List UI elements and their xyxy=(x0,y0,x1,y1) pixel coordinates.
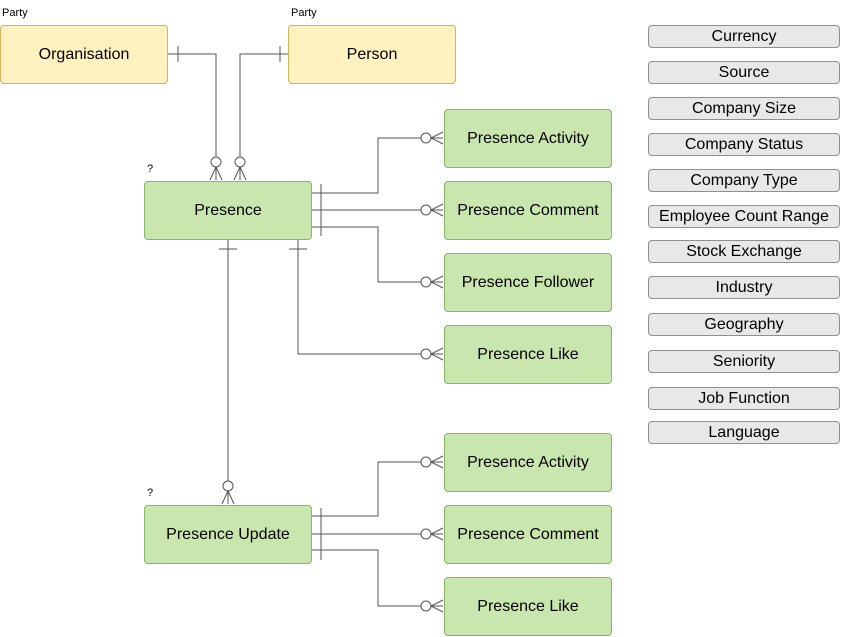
lookup-industry[interactable]: Industry xyxy=(648,276,840,299)
lookup-company-size[interactable]: Company Size xyxy=(648,97,840,120)
rel-presence-like xyxy=(297,240,421,355)
lookup-currency[interactable]: Currency xyxy=(648,25,840,48)
entity-label: Presence Follower xyxy=(461,273,595,291)
optional-marker-presence: ? xyxy=(147,163,154,175)
entity-presence-follower[interactable]: Presence Follower xyxy=(444,253,612,312)
entity-label: Presence Comment xyxy=(457,525,599,543)
lookup-source[interactable]: Source xyxy=(648,61,840,84)
entity-presence-label: Presence xyxy=(194,201,262,219)
entity-presence-like[interactable]: Presence Like xyxy=(444,325,612,384)
rel-organisation-presence xyxy=(168,53,217,161)
entity-presence-update[interactable]: Presence Update xyxy=(144,505,312,564)
lookup-stock-exchange[interactable]: Stock Exchange xyxy=(648,240,840,263)
entity-presence-comment[interactable]: Presence Comment xyxy=(444,181,612,240)
entity-label: Presence Activity xyxy=(467,129,589,147)
lookup-seniority[interactable]: Seniority xyxy=(648,350,840,373)
optional-marker-presence-update: ? xyxy=(147,487,154,499)
lookup-language[interactable]: Language xyxy=(648,421,840,444)
entity-update-comment[interactable]: Presence Comment xyxy=(444,505,612,564)
entity-presence-activity[interactable]: Presence Activity xyxy=(444,109,612,168)
lookup-geography[interactable]: Geography xyxy=(648,313,840,336)
rel-presence-follower xyxy=(312,226,421,283)
lookup-employee-count-range[interactable]: Employee Count Range xyxy=(648,205,840,228)
lookup-company-type[interactable]: Company Type xyxy=(648,169,840,192)
entity-organisation-label: Organisation xyxy=(38,45,130,63)
entity-label: Presence Like xyxy=(477,597,579,615)
entity-person-label: Person xyxy=(346,45,398,63)
rel-person-presence xyxy=(239,53,288,161)
rel-update-like xyxy=(312,549,421,607)
rel-presence-activity xyxy=(312,137,421,194)
rel-update-activity xyxy=(312,461,421,517)
entity-update-activity[interactable]: Presence Activity xyxy=(444,433,612,492)
entity-label: Presence Activity xyxy=(467,453,589,471)
entity-organisation[interactable]: Organisation xyxy=(0,25,168,84)
entity-label: Presence Like xyxy=(477,345,579,363)
party-label-person: Party xyxy=(291,7,317,19)
lookup-job-function[interactable]: Job Function xyxy=(648,387,840,410)
entity-label: Presence Comment xyxy=(457,201,599,219)
entity-person[interactable]: Person xyxy=(288,25,456,84)
entity-update-like[interactable]: Presence Like xyxy=(444,577,612,636)
entity-presence-update-label: Presence Update xyxy=(166,525,290,543)
entity-presence[interactable]: Presence xyxy=(144,181,312,240)
party-label-organisation: Party xyxy=(2,7,28,19)
lookup-company-status[interactable]: Company Status xyxy=(648,133,840,156)
